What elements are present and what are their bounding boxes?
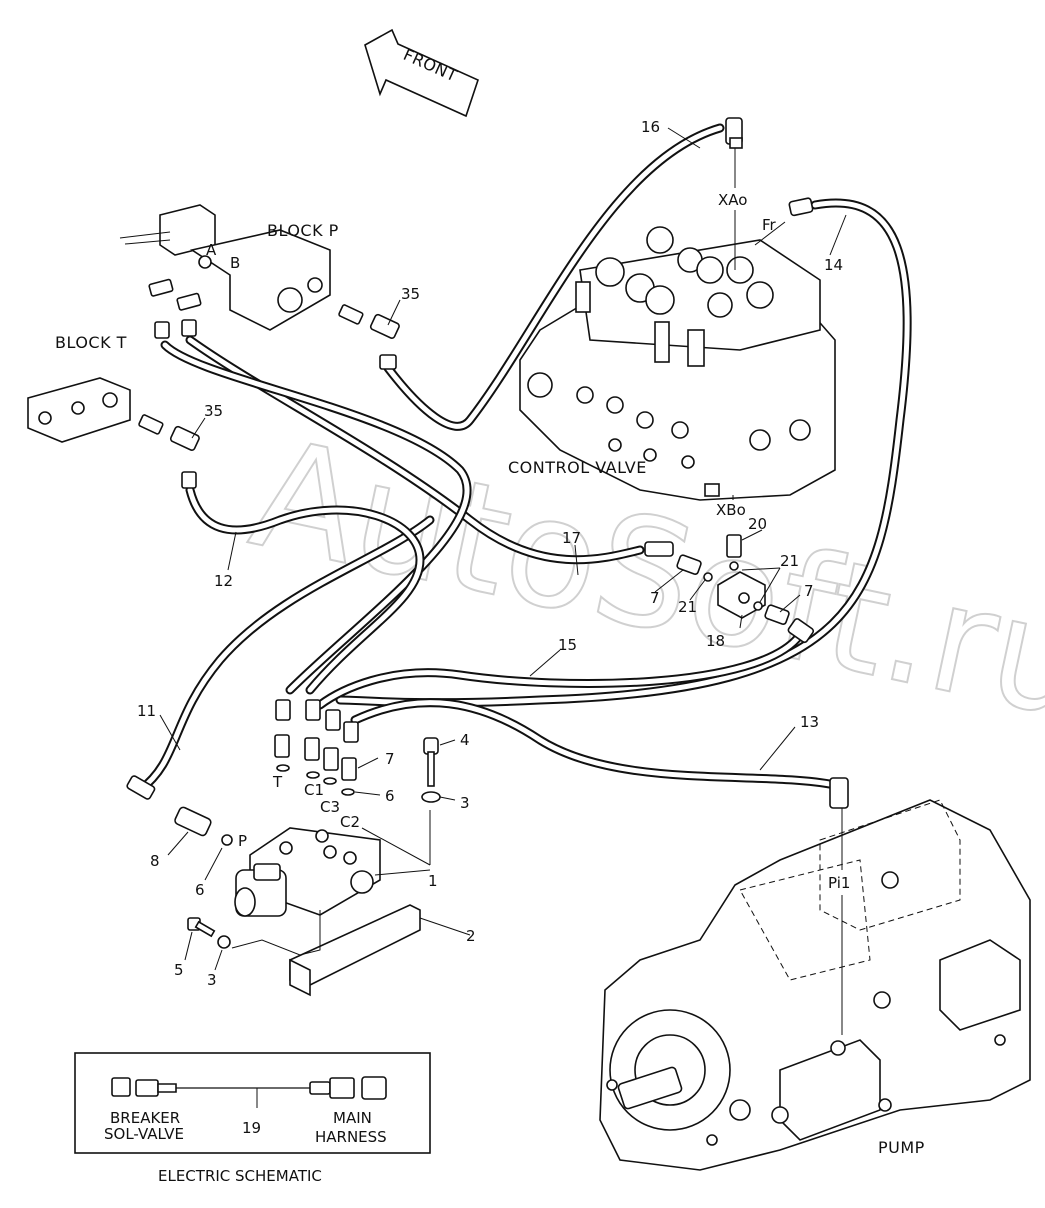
callout-17: 17 (562, 529, 581, 547)
adapter-block-18 (676, 534, 790, 625)
block-p-label: BLOCK P (267, 221, 339, 240)
front-arrow: FRONT (364, 28, 479, 118)
control-valve-label: CONTROL VALVE (508, 458, 647, 477)
callout-14: 14 (824, 256, 843, 274)
callout-12: 12 (214, 572, 233, 590)
schematic-left-line2: SOL-VALVE (104, 1125, 184, 1143)
schematic-title: ELECTRIC SCHEMATIC (158, 1167, 322, 1185)
hose-fittings (126, 117, 849, 809)
callout-35-a: 35 (401, 285, 420, 303)
callout-8: 8 (150, 852, 160, 870)
callout-3-b: 3 (207, 971, 217, 989)
callout-7-a: 7 (650, 589, 660, 607)
callout-18: 18 (706, 632, 725, 650)
port-a-label: A (206, 241, 217, 259)
block-t (27, 377, 200, 451)
callout-15: 15 (558, 636, 577, 654)
callout-numbers: 16 14 35 35 12 17 15 11 13 20 21 21 7 7 … (137, 118, 843, 989)
port-t-label: T (272, 773, 283, 791)
small-parts (174, 734, 441, 949)
mounting-bracket (289, 904, 421, 997)
callout-11: 11 (137, 702, 156, 720)
block-p (119, 204, 400, 339)
pump-label: PUMP (878, 1138, 925, 1157)
port-fr-label: Fr (762, 216, 777, 234)
port-b-label: B (230, 254, 240, 272)
leader-lines (159, 127, 847, 971)
electric-schematic (74, 1052, 431, 1154)
callout-16: 16 (641, 118, 660, 136)
port-xao-label: XAo (718, 191, 747, 209)
callout-3-a: 3 (460, 794, 470, 812)
port-c1-label: C1 (304, 781, 324, 799)
callout-7-b: 7 (804, 582, 814, 600)
callout-5: 5 (174, 961, 184, 979)
port-c3-label: C3 (320, 798, 340, 816)
schematic-right-line1: MAIN (333, 1109, 372, 1127)
port-pi1-label: Pi1 (828, 874, 850, 892)
block-t-label: BLOCK T (55, 333, 127, 352)
port-p-label: P (238, 832, 247, 850)
callout-6-a: 6 (385, 787, 395, 805)
callout-21-a: 21 (780, 552, 799, 570)
port-c2-label: C2 (340, 813, 360, 831)
callout-6-b: 6 (195, 881, 205, 899)
schematic-right-line2: HARNESS (315, 1128, 387, 1146)
schematic-left-line1: BREAKER (110, 1109, 180, 1127)
callout-7-c: 7 (385, 750, 395, 768)
callout-35-b: 35 (204, 402, 223, 420)
callout-1: 1 (428, 872, 438, 890)
schematic-number: 19 (242, 1119, 261, 1137)
callout-21-b: 21 (678, 598, 697, 616)
pump (599, 799, 1031, 1171)
hoses (135, 123, 912, 795)
callout-4: 4 (460, 731, 470, 749)
control-valve (519, 226, 836, 501)
solenoid-valve-block (234, 827, 381, 917)
callout-2: 2 (466, 927, 476, 945)
callout-20: 20 (748, 515, 767, 533)
callout-13: 13 (800, 713, 819, 731)
port-xbo-label: XBo (716, 501, 746, 519)
